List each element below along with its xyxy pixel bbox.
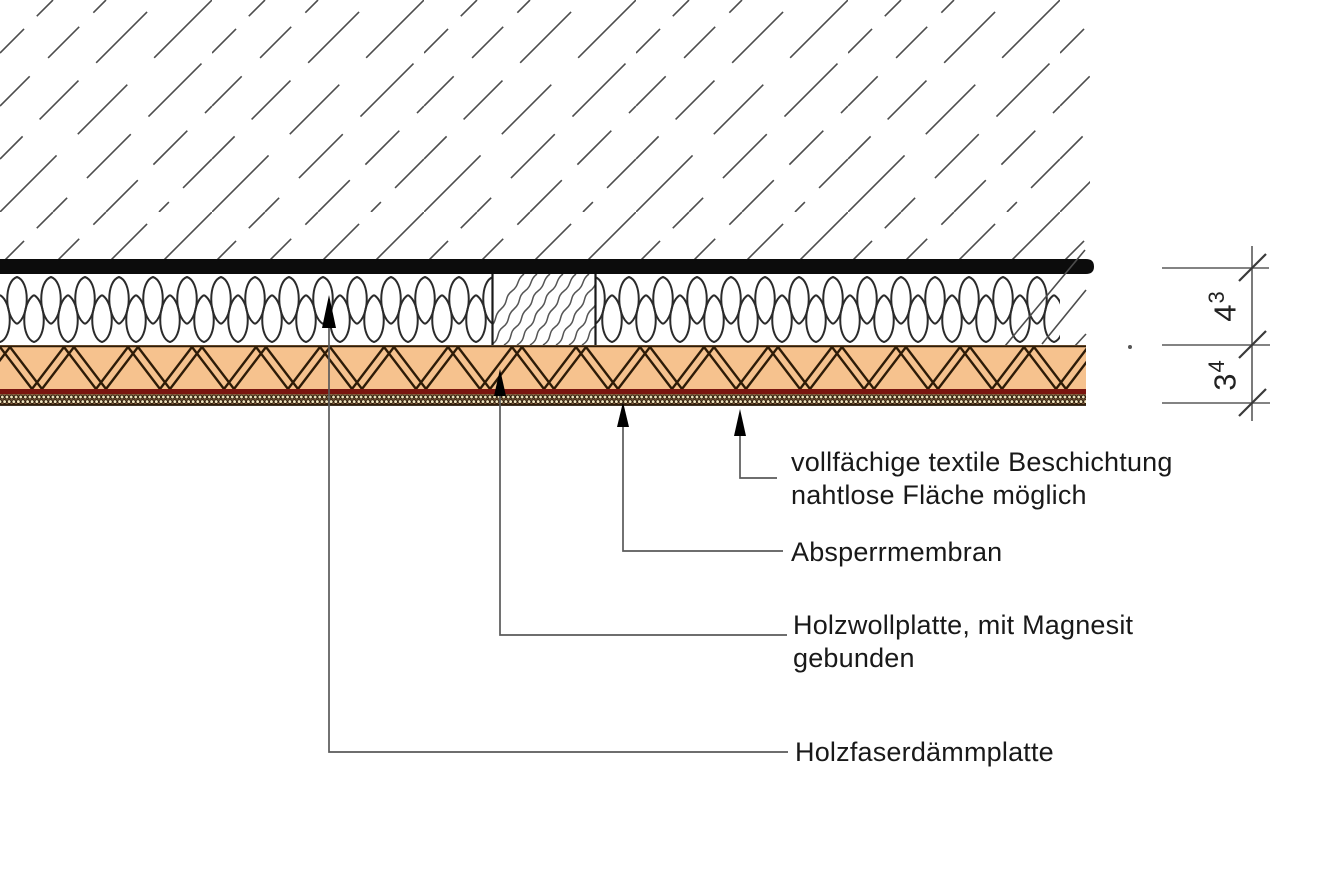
- arrow-woodfiber: [322, 295, 336, 328]
- label-membrane-line1: Absperrmembran: [791, 537, 1003, 567]
- dimension-ticks: [1238, 253, 1267, 417]
- concrete-slab-hatch: [0, 0, 1090, 259]
- label-membrane: Absperrmembran: [791, 536, 1002, 569]
- leader-membrane: [622, 420, 783, 552]
- arrow-woodwool: [494, 369, 506, 396]
- label-woodwool-line1: Holzwollplatte, mit Magnesit: [793, 610, 1134, 640]
- label-woodfiber: Holzfaserdämmplatte: [795, 736, 1054, 769]
- woodwool-board-layer: [0, 345, 1086, 389]
- black-separator-bar: [0, 259, 1094, 274]
- label-woodfiber-line1: Holzfaserdämmplatte: [795, 737, 1054, 767]
- leader-woodwool: [499, 392, 787, 636]
- leader-textile-coating: [739, 432, 777, 479]
- textile-coating-strip: [0, 394, 1086, 406]
- reference-dot: [1128, 345, 1132, 349]
- label-textile-coating-line1: vollfächige textile Beschichtung: [791, 447, 1173, 477]
- label-textile-coating: vollfächige textile Beschichtung nahtlos…: [791, 446, 1173, 512]
- leader-arrowheads: [322, 295, 746, 436]
- dimension-upper-main: 4: [1207, 303, 1243, 322]
- label-woodwool-line2: gebunden: [793, 643, 915, 673]
- label-textile-coating-line2: nahtlose Fläche möglich: [791, 480, 1087, 510]
- leader-woodfiber: [328, 322, 788, 753]
- leader-lines: [328, 322, 788, 753]
- arrow-textile-coating: [734, 409, 746, 436]
- label-woodwool: Holzwollplatte, mit Magnesit gebunden: [793, 609, 1133, 675]
- dimension-value-lower: 34: [1204, 333, 1243, 417]
- dimension-upper-sup: 3: [1204, 290, 1229, 304]
- dimension-chain: [1128, 246, 1270, 421]
- dimension-lower-main: 3: [1207, 372, 1243, 391]
- dimension-lower-sup: 4: [1204, 359, 1229, 373]
- timber-block: [491, 274, 597, 345]
- membrane-strip: [0, 389, 1086, 394]
- arrow-membrane: [617, 402, 629, 427]
